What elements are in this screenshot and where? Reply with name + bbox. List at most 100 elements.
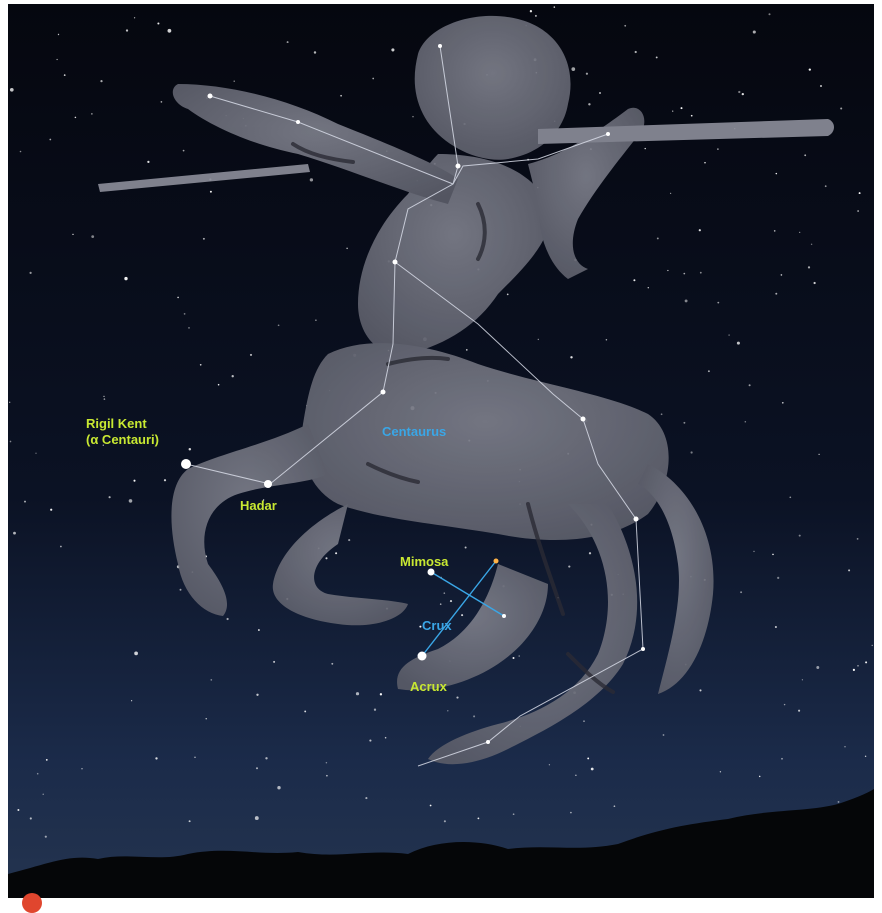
background-star: [606, 339, 608, 341]
background-star: [753, 30, 756, 33]
background-star: [346, 248, 347, 249]
corner-badge: [22, 893, 42, 913]
background-star: [227, 618, 229, 620]
background-star: [109, 496, 111, 498]
background-star: [853, 669, 855, 671]
background-star: [518, 655, 520, 657]
background-star: [304, 710, 306, 712]
background-star: [591, 768, 594, 771]
background-star: [444, 820, 446, 822]
background-star: [838, 801, 840, 803]
background-star: [210, 679, 212, 681]
background-star: [273, 661, 275, 663]
background-star: [804, 154, 806, 156]
background-star: [340, 95, 342, 97]
background-star: [206, 718, 207, 719]
background-star: [844, 746, 845, 747]
background-star: [802, 679, 803, 680]
background-star: [325, 557, 327, 559]
background-star: [535, 15, 537, 17]
background-star: [768, 13, 770, 15]
background-star: [575, 775, 576, 776]
background-star: [37, 773, 39, 775]
label-centaurus: Centaurus: [382, 424, 446, 440]
background-star: [256, 767, 258, 769]
background-star: [798, 710, 800, 712]
label-hadar: Hadar: [240, 498, 277, 514]
background-star: [699, 229, 701, 231]
background-star: [75, 117, 77, 119]
background-star: [250, 354, 252, 356]
background-star: [865, 661, 867, 663]
background-star: [133, 480, 135, 482]
background-star: [554, 6, 555, 7]
background-star: [657, 237, 659, 239]
background-star: [570, 356, 572, 358]
background-star: [447, 710, 448, 711]
background-star: [820, 85, 822, 87]
background-star: [799, 232, 800, 233]
background-star: [691, 451, 693, 453]
background-star: [749, 384, 751, 386]
background-star: [857, 210, 859, 212]
background-star: [681, 107, 683, 109]
background-star: [789, 496, 791, 498]
background-star: [784, 704, 785, 705]
background-star: [385, 737, 387, 739]
background-star: [277, 786, 280, 789]
background-star: [58, 34, 59, 35]
background-star: [134, 652, 138, 656]
background-star: [670, 193, 671, 194]
background-star: [348, 539, 350, 541]
background-star: [857, 665, 859, 667]
background-star: [13, 532, 16, 535]
background-star: [738, 91, 740, 93]
background-star: [189, 820, 191, 822]
background-star: [568, 566, 570, 568]
background-star: [374, 709, 376, 711]
background-star: [412, 116, 414, 118]
background-star: [365, 797, 367, 799]
background-star: [772, 554, 774, 556]
background-star: [700, 272, 702, 274]
background-star: [513, 813, 515, 815]
background-star: [683, 273, 685, 275]
background-star: [753, 551, 754, 552]
background-star: [840, 107, 842, 109]
background-star: [775, 293, 777, 295]
background-star: [17, 809, 19, 811]
background-star: [614, 805, 616, 807]
label-rigil-kent-line1: Rigil Kent: [86, 416, 159, 432]
background-star: [326, 762, 327, 763]
background-star: [356, 692, 359, 695]
background-star: [663, 734, 665, 736]
background-star: [50, 509, 52, 511]
background-star: [177, 297, 179, 299]
background-star: [103, 396, 104, 397]
background-star: [759, 776, 761, 778]
background-star: [188, 327, 189, 328]
background-star: [335, 552, 337, 554]
background-star: [134, 17, 135, 18]
background-star: [46, 759, 48, 761]
background-star: [157, 22, 159, 24]
background-star: [161, 101, 163, 103]
background-star: [124, 277, 127, 280]
background-star: [72, 234, 73, 235]
background-star: [708, 370, 710, 372]
background-star: [683, 422, 685, 424]
background-star: [549, 764, 550, 765]
background-star: [10, 88, 14, 92]
background-star: [43, 794, 44, 795]
background-star: [278, 324, 280, 326]
background-star: [624, 25, 626, 27]
background-star: [168, 29, 172, 33]
sky-image: Rigil Kent (α Centauri) Hadar Centaurus …: [8, 4, 874, 898]
background-star: [859, 192, 861, 194]
background-star: [56, 59, 57, 60]
background-star: [645, 148, 646, 149]
background-star: [49, 139, 51, 141]
background-star: [512, 657, 514, 659]
background-star: [218, 384, 220, 386]
background-star: [326, 775, 328, 777]
